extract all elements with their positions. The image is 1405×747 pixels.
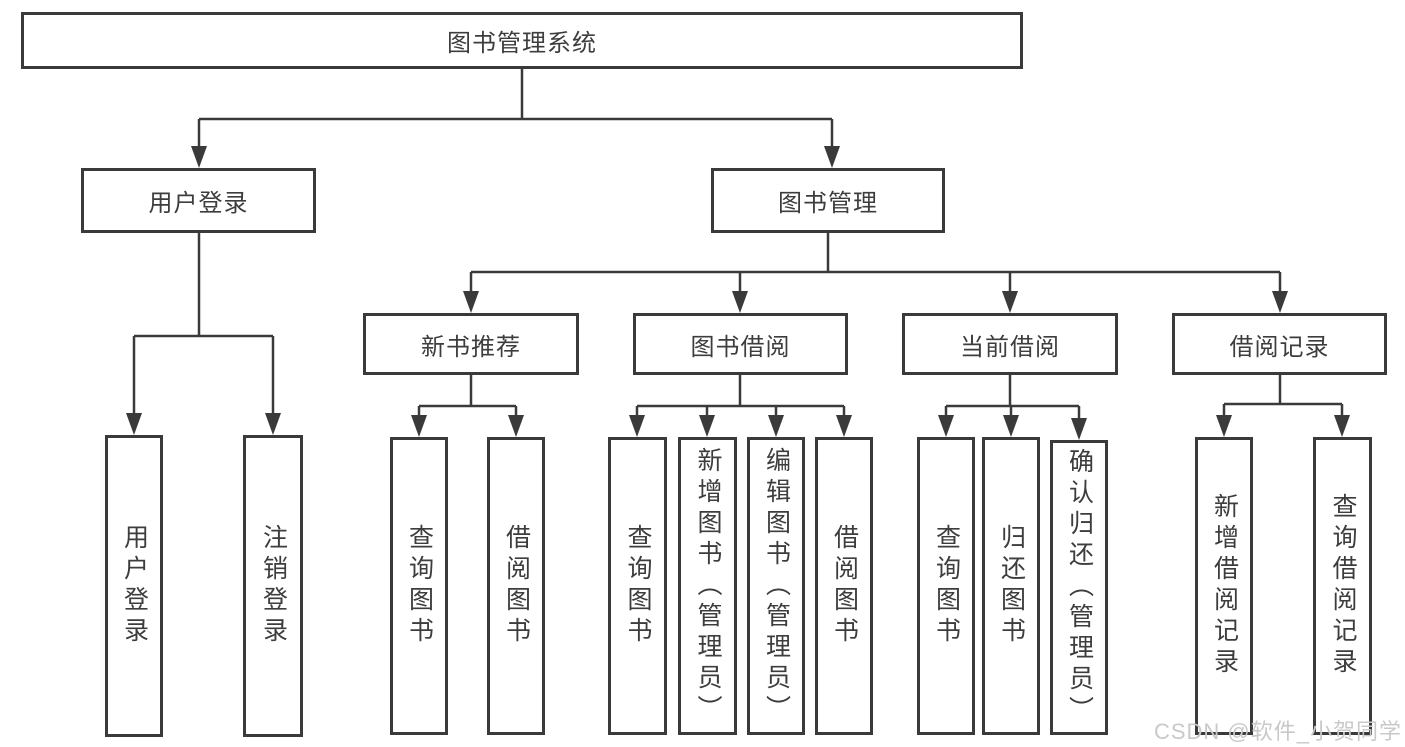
node-label: 借阅记录 <box>1229 333 1330 361</box>
node-user-login-module: 用户登录 <box>81 168 316 233</box>
leaf-label: 查询图书 <box>624 524 652 648</box>
leaf-borrow-edit-admin: 编辑图书（管理员） <box>747 437 805 735</box>
leaf-label: 借阅图书 <box>502 524 531 648</box>
node-label: 图书管理 <box>778 190 878 217</box>
node-label: 图书借阅 <box>690 333 791 361</box>
leaf-label: 归还图书 <box>997 524 1026 648</box>
node-borrow-record: 借阅记录 <box>1172 313 1387 375</box>
node-label: 新书推荐 <box>421 333 521 361</box>
node-book-management-module: 图书管理 <box>711 168 945 233</box>
leaf-current-confirm-return-admin: 确认归还（管理员） <box>1050 440 1108 735</box>
leaf-borrow-query: 查询图书 <box>608 437 667 735</box>
leaf-label: 编辑图书（管理员） <box>762 446 791 726</box>
leaf-current-query: 查询图书 <box>917 437 975 735</box>
leaf-user-logout: 注销登录 <box>243 435 303 737</box>
leaf-label: 查询图书 <box>932 524 961 648</box>
leaf-borrow-borrow: 借阅图书 <box>815 437 873 735</box>
node-root-system: 图书管理系统 <box>21 12 1023 69</box>
leaf-label: 确认归还（管理员） <box>1065 448 1094 727</box>
leaf-record-add: 新增借阅记录 <box>1195 437 1253 735</box>
leaf-label: 查询借阅记录 <box>1329 493 1357 679</box>
leaf-user-login: 用户登录 <box>105 435 163 737</box>
leaf-newbook-query: 查询图书 <box>390 437 448 735</box>
node-book-borrow: 图书借阅 <box>633 313 848 375</box>
leaf-label: 新增图书（管理员） <box>694 446 722 726</box>
leaf-label: 查询图书 <box>405 524 434 648</box>
node-label: 用户登录 <box>148 190 249 217</box>
leaf-label: 新增借阅记录 <box>1210 493 1239 679</box>
node-current-borrow: 当前借阅 <box>902 313 1118 375</box>
node-new-book-recommend: 新书推荐 <box>363 313 579 375</box>
leaf-label: 注销登录 <box>259 524 288 648</box>
leaf-label: 借阅图书 <box>830 524 859 648</box>
node-label: 图书管理系统 <box>447 30 597 57</box>
leaf-newbook-borrow: 借阅图书 <box>487 437 545 735</box>
leaf-borrow-add-admin: 新增图书（管理员） <box>678 437 737 735</box>
leaf-record-query: 查询借阅记录 <box>1313 437 1372 735</box>
leaf-current-return: 归还图书 <box>982 437 1040 735</box>
node-label: 当前借阅 <box>960 333 1060 361</box>
leaf-label: 用户登录 <box>120 524 149 648</box>
arrowhead-icons <box>126 146 1350 440</box>
csdn-watermark: CSDN @软件_小贺同学 <box>1153 719 1402 744</box>
